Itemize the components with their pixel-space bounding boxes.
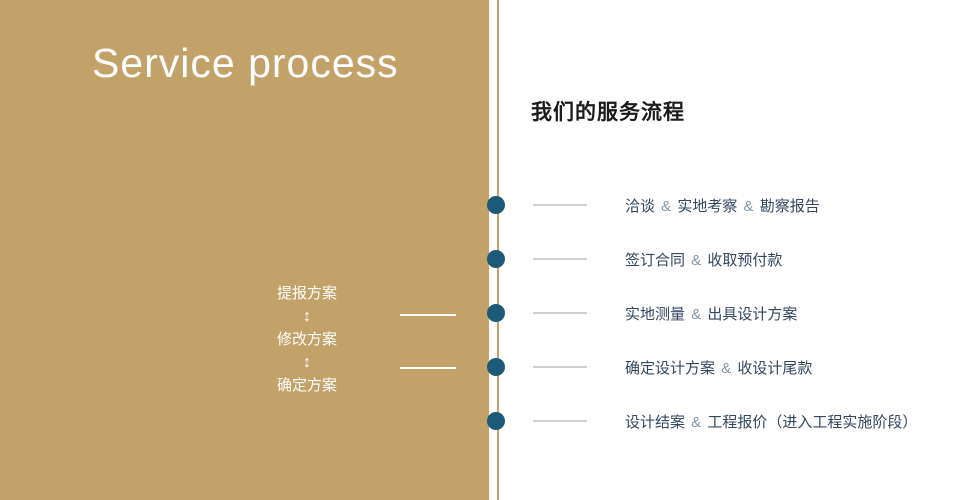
timeline-dot-icon: [487, 358, 505, 376]
loop-step-revise: 修改方案: [276, 331, 337, 348]
section-heading: 我们的服务流程: [531, 101, 685, 124]
timeline-label: 签订合同 & 收取预付款: [625, 251, 783, 269]
ampersand-separator: &: [687, 251, 706, 269]
up-down-arrow-icon: ↕: [303, 354, 311, 371]
page-title: Service process: [92, 40, 399, 86]
timeline-list: 洽谈 & 实地考察 & 勘察报告签订合同 & 收取预付款实地测量 & 出具设计方…: [487, 178, 967, 448]
ampersand-separator: &: [657, 197, 676, 215]
timeline-item: 确定设计方案 & 收设计尾款: [487, 340, 967, 394]
ampersand-separator: &: [687, 305, 706, 323]
timeline-dot-icon: [487, 412, 505, 430]
timeline-item: 签订合同 & 收取预付款: [487, 232, 967, 286]
left-panel: Service process 提报方案 ↕ 修改方案 ↕ 确定方案: [0, 0, 489, 500]
timeline-tick-line: [533, 258, 587, 260]
connector-line: [400, 367, 456, 369]
timeline-item: 设计结案 & 工程报价（进入工程实施阶段）: [487, 394, 967, 448]
timeline-tick-line: [533, 204, 587, 206]
timeline-tick-line: [533, 366, 587, 368]
timeline-item: 洽谈 & 实地考察 & 勘察报告: [487, 178, 967, 232]
timeline-tick-line: [533, 312, 587, 314]
timeline-label: 实地测量 & 出具设计方案: [625, 305, 798, 323]
loop-step-submit: 提报方案: [276, 285, 337, 302]
revision-loop: 提报方案 ↕ 修改方案 ↕ 确定方案: [262, 284, 352, 396]
timeline-label: 洽谈 & 实地考察 & 勘察报告: [625, 197, 820, 215]
timeline-label: 确定设计方案 & 收设计尾款: [625, 359, 813, 377]
up-down-arrow-icon: ↕: [303, 308, 311, 325]
timeline-dot-icon: [487, 304, 505, 322]
timeline-dot-icon: [487, 196, 505, 214]
timeline-label: 设计结案 & 工程报价（进入工程实施阶段）: [625, 413, 918, 431]
ampersand-separator: &: [739, 197, 758, 215]
loop-step-confirm: 确定方案: [276, 377, 337, 394]
connector-line: [400, 314, 456, 316]
timeline-dot-icon: [487, 250, 505, 268]
timeline-tick-line: [533, 420, 587, 422]
ampersand-separator: &: [717, 359, 736, 377]
ampersand-separator: &: [687, 413, 706, 431]
timeline-item: 实地测量 & 出具设计方案: [487, 286, 967, 340]
